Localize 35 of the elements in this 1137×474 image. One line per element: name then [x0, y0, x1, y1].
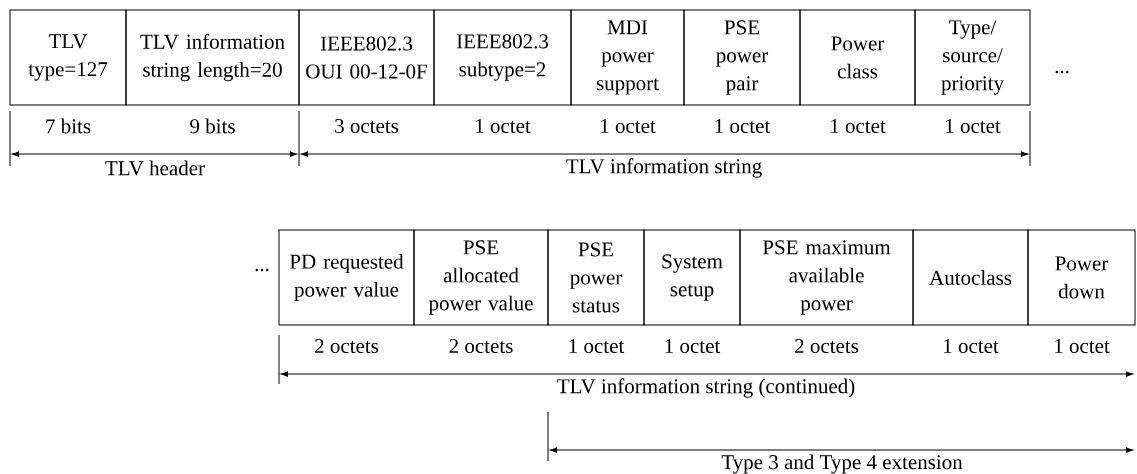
- field-size: 1 octet: [601, 118, 656, 134]
- field-cell: PSE power status: [547, 229, 645, 326]
- field-size: 3 octets: [335, 118, 399, 134]
- field-size: 1 octet: [569, 338, 625, 354]
- dimension-label: Type 3 and Type 4 extension: [721, 454, 963, 474]
- field-size: 1 octet: [1055, 338, 1110, 354]
- field-cell: Type/ source/ priority: [914, 9, 1031, 106]
- field-size: 2 octets: [315, 338, 379, 354]
- field-cell: IEEE802.3 subtype=2: [433, 9, 572, 106]
- dimension-label: TLV information string (continued): [557, 378, 855, 398]
- field-cell: MDI power support: [570, 9, 685, 106]
- field-size: 7 bits: [46, 118, 91, 134]
- field-cell: PSE power pair: [683, 9, 801, 106]
- field-cell: TLV type=127: [9, 9, 127, 106]
- field-cell: Power class: [799, 9, 916, 106]
- field-cell: IEEE802.3 OUI 00-12-0F: [298, 9, 435, 106]
- field-size: 9 bits: [190, 118, 235, 134]
- ellipsis: ...: [1055, 70, 1069, 74]
- field-size: 1 octet: [715, 118, 771, 134]
- field-size: 2 octets: [449, 338, 513, 354]
- field-size: 1 octet: [665, 338, 721, 354]
- field-cell: Power down: [1027, 229, 1136, 326]
- dimension-label: TLV information string: [566, 158, 762, 178]
- field-size: 2 octets: [795, 338, 859, 354]
- field-cell: TLV information string length=20: [125, 9, 300, 106]
- field-size: 1 octet: [944, 338, 999, 354]
- field-size: 1 octet: [946, 118, 1001, 134]
- field-cell: PSE allocated power value: [413, 229, 549, 326]
- field-cell: Autoclass: [912, 229, 1029, 326]
- field-cell: System setup: [643, 229, 741, 326]
- field-cell: PSE maximum available power: [739, 229, 914, 326]
- field-size: 1 octet: [831, 118, 886, 134]
- field-size: 1 octet: [476, 118, 531, 134]
- field-cell: PD requested power value: [278, 229, 415, 326]
- dimension-label: TLV header: [105, 160, 205, 176]
